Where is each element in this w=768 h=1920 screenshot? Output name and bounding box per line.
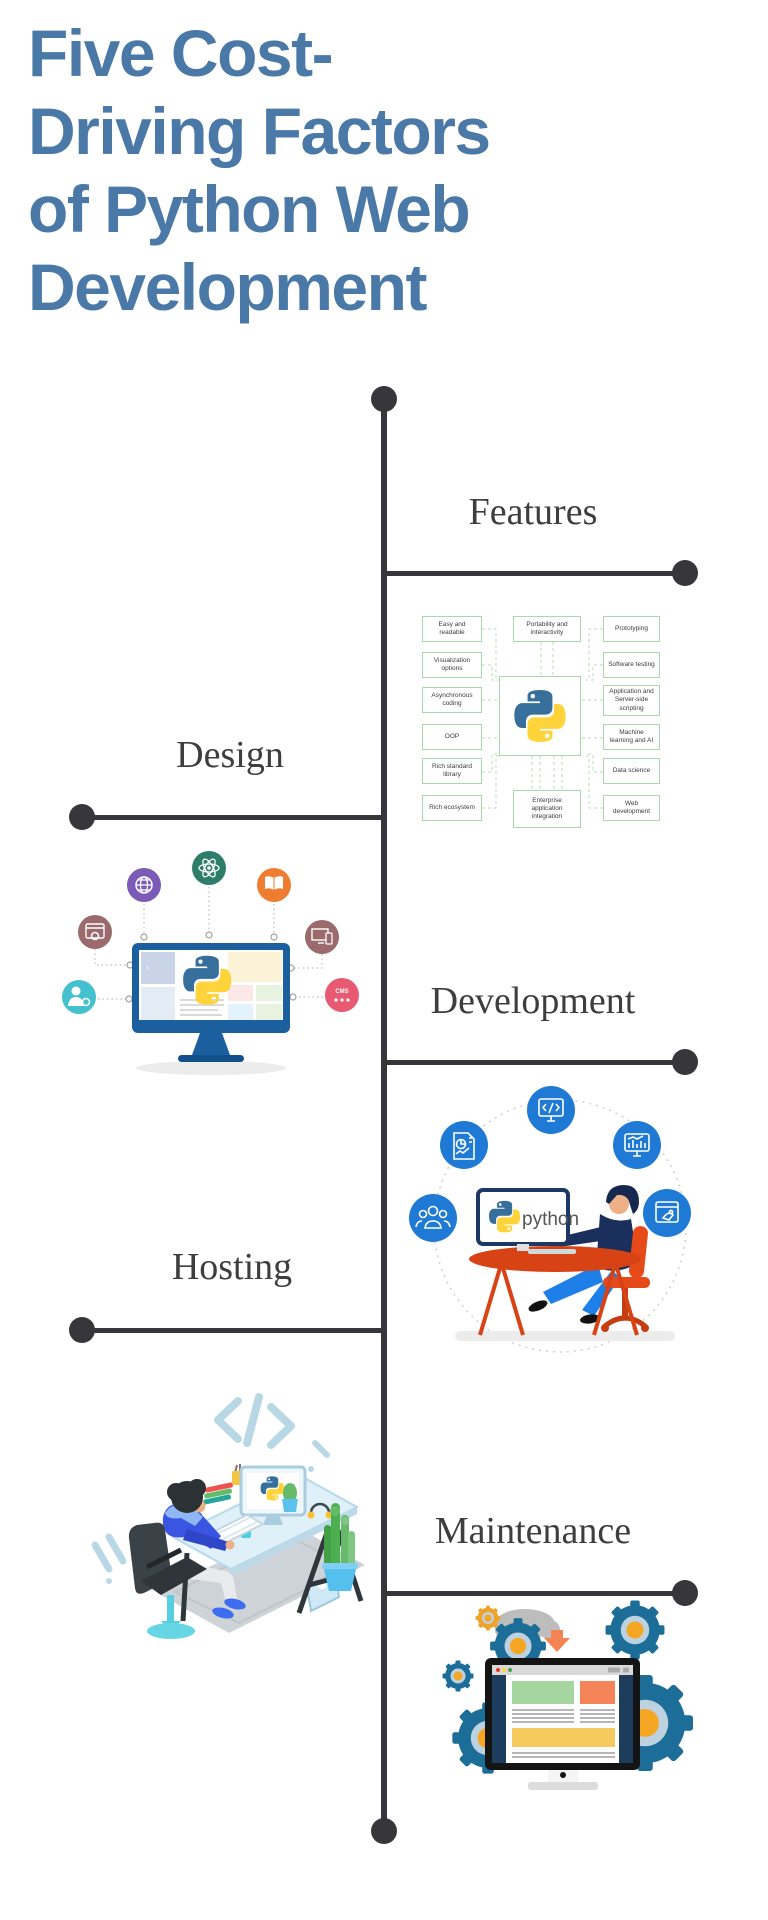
- report-icon: [440, 1121, 488, 1169]
- branch-maintenance: [384, 1591, 685, 1596]
- office-chair: [128, 1522, 207, 1639]
- python-features-diagram: Easy and readable Visualization options …: [420, 608, 700, 842]
- monitor-stand: [192, 1033, 230, 1055]
- timeline-spine: [381, 399, 387, 1831]
- feature-box: Easy and readable: [422, 616, 482, 642]
- dotted-connectors: [94, 887, 323, 1000]
- keyboard: [528, 1249, 576, 1254]
- title-line-3: of Python Web: [28, 172, 471, 246]
- dev-monitor: python: [476, 1188, 579, 1254]
- feature-box: Software testing: [603, 652, 660, 678]
- svg-text:‹: ‹: [146, 962, 149, 972]
- timeline-node-features: [672, 560, 698, 586]
- title-line-1: Five Cost-: [28, 16, 334, 90]
- section-label-maintenance: Maintenance: [434, 1510, 632, 1552]
- python-wordmark: python: [522, 1209, 579, 1230]
- tall-plant: [322, 1503, 358, 1591]
- section-label-development: Development: [430, 980, 636, 1022]
- branch-design: [82, 815, 384, 820]
- feature-box: Web development: [603, 795, 660, 821]
- maintenance-illustration: [430, 1598, 695, 1803]
- monitor-shadow: [136, 1061, 286, 1075]
- user-gear-icon: [62, 980, 96, 1014]
- timeline-node-development: [672, 1049, 698, 1075]
- code-monitor-icon: [527, 1086, 575, 1134]
- ground-shadow: [455, 1331, 675, 1341]
- browser-gear-icon: [78, 915, 112, 949]
- team-icon: [409, 1194, 457, 1242]
- atom-icon: [192, 851, 226, 885]
- branch-development: [384, 1060, 685, 1065]
- design-monitor: ‹: [132, 943, 290, 1062]
- download-arrow-icon: [544, 1630, 570, 1652]
- sitting-developer: [162, 1479, 246, 1619]
- python-logo-icon: [514, 689, 566, 743]
- timeline-node-maintenance: [672, 1580, 698, 1606]
- section-label-features: Features: [468, 491, 598, 533]
- title-line-2: Driving Factors: [28, 94, 491, 168]
- design-illustration: ‹: [40, 848, 370, 1080]
- maintenance-monitor: [485, 1658, 640, 1790]
- cms-icon: CMS: [325, 978, 359, 1012]
- development-illustration: python: [400, 1078, 730, 1374]
- python-logo-box: [499, 676, 581, 756]
- responsive-devices-icon: [305, 920, 339, 954]
- red-desk: [469, 1246, 641, 1336]
- feature-box: Prototyping: [603, 616, 660, 642]
- feature-box: Portability and interactivity: [513, 616, 581, 642]
- feature-box: Machine learning and AI: [603, 724, 660, 750]
- section-label-hosting: Hosting: [171, 1246, 293, 1288]
- timeline-node-bottom: [371, 1818, 397, 1844]
- cms-label: CMS: [335, 989, 348, 995]
- feature-box: Data science: [603, 758, 660, 784]
- feature-connectors: [482, 628, 603, 809]
- desk-cactus: [282, 1483, 298, 1512]
- books-stack: [203, 1482, 233, 1505]
- feature-box: Asynchronous coding: [422, 687, 482, 713]
- branch-hosting: [82, 1328, 384, 1333]
- timeline-node-top: [371, 386, 397, 412]
- analytics-monitor-icon: [613, 1121, 661, 1169]
- book-icon: [257, 868, 291, 902]
- rug: [157, 1525, 365, 1633]
- design-tool-icon: [643, 1189, 691, 1237]
- globe-icon: [127, 868, 161, 902]
- office-chair: [601, 1226, 650, 1332]
- section-label-design: Design: [176, 734, 284, 776]
- feature-box: Enterprise application integration: [513, 790, 581, 828]
- code-brackets-icon: [91, 1393, 330, 1584]
- branch-features: [384, 571, 685, 576]
- timeline-node-design: [69, 804, 95, 830]
- feature-box: Rich ecosystem: [422, 795, 482, 821]
- feature-box: Rich standard library: [422, 758, 482, 784]
- hosting-illustration: [75, 1385, 370, 1650]
- feature-box: Application and Server-side scripting: [603, 685, 660, 716]
- timeline-node-hosting: [69, 1317, 95, 1343]
- title-line-4: Development: [28, 250, 427, 324]
- page-title: Five Cost- Driving Factors of Python Web…: [28, 14, 491, 326]
- feature-box: OOP: [422, 724, 482, 750]
- connector-rings: [125, 931, 297, 1003]
- feature-box: Visualization options: [422, 652, 482, 678]
